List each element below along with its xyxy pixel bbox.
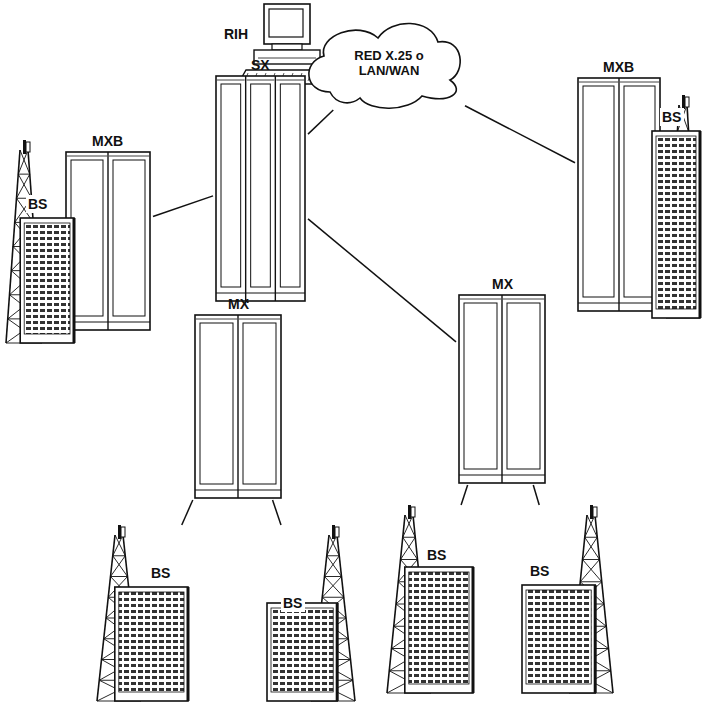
base-station: BS — [265, 525, 357, 703]
equipment-label: MXB — [92, 133, 123, 149]
equipment-cabinet: MX — [456, 275, 548, 485]
equipment-label: BS — [28, 196, 47, 212]
network-cloud: RED X.25 o LAN/WAN — [300, 16, 465, 110]
cab-drawing — [63, 132, 153, 332]
base-station: BS — [385, 505, 475, 695]
base-station: BS — [520, 505, 615, 695]
equipment-cabinet: MXB — [575, 58, 663, 313]
link-line — [461, 485, 468, 505]
link-line — [465, 106, 575, 163]
bs-drawing — [265, 525, 357, 703]
bs-drawing — [385, 505, 475, 695]
cab-drawing — [192, 295, 284, 500]
bs-drawing — [95, 525, 190, 703]
base-station: BS — [4, 140, 76, 345]
link-line — [533, 485, 539, 505]
equipment-label: BS — [530, 563, 549, 579]
equipment-label: RIH — [224, 26, 248, 42]
cab-drawing — [575, 58, 663, 313]
link-line — [308, 110, 333, 134]
equipment-label: BS — [427, 547, 446, 563]
bs-drawing — [520, 505, 615, 695]
link-line — [182, 500, 193, 525]
equipment-label: MX — [228, 296, 249, 312]
cab-drawing — [213, 56, 308, 303]
equipment-label: MXB — [603, 59, 634, 75]
equipment-label: SX — [251, 57, 270, 73]
equipment-cabinet: SX — [213, 56, 308, 303]
bs-drawing — [650, 95, 702, 320]
link-line — [153, 196, 213, 217]
equipment-label: MX — [492, 276, 513, 292]
equipment-label: BS — [151, 565, 170, 581]
base-station: BS — [650, 95, 702, 320]
network-label: RED X.25 o LAN/WAN — [354, 48, 424, 78]
link-line — [273, 500, 281, 525]
equipment-label: BS — [283, 595, 302, 611]
base-station: BS — [95, 525, 190, 703]
link-line — [308, 219, 456, 342]
equipment-label: BS — [662, 109, 681, 125]
cab-drawing — [456, 275, 548, 485]
equipment-cabinet: MX — [192, 295, 284, 500]
bs-drawing — [4, 140, 76, 345]
equipment-cabinet: MXB — [63, 132, 153, 332]
